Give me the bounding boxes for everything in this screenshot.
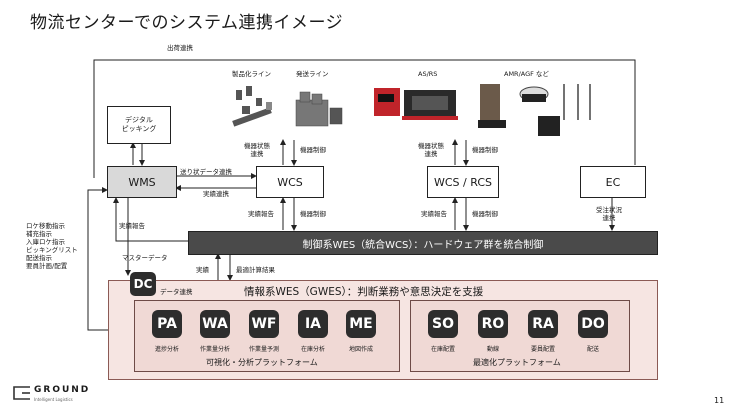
device-control-1-label: 機器制御: [300, 146, 326, 154]
ec-box: EC: [580, 166, 646, 198]
digital-picking-box: デジタル ピッキング: [107, 106, 171, 144]
product-line-label: 製品化ライン: [232, 70, 271, 78]
device-status-1-label: 機器状態 連携: [244, 142, 270, 158]
wcs-rcs-label: WCS / RCS: [434, 175, 492, 189]
control-wes-bar: 制御系WES（統合WCS）：ハードウェア群を統合制御: [188, 231, 658, 255]
result-report-wcs-label: 実績報告: [248, 210, 274, 218]
info-wes-title: 情報系WES（GWES）：判断業務や意思決定を支援: [244, 286, 484, 298]
instruction-item: 配送指示: [26, 254, 52, 262]
dc-link-label: データ連携: [160, 288, 193, 296]
module-wa-label: 作業量分析: [199, 346, 230, 353]
optimal-result-label: 最適計算結果: [236, 266, 275, 274]
device-control-rcs-label: 機器制御: [472, 210, 498, 218]
asrs-image: [374, 88, 458, 120]
order-status-link-label: 受注状況 連携: [596, 206, 622, 222]
amr-image: [478, 84, 591, 136]
dc-badge: DC: [130, 272, 156, 296]
page-number: 11: [714, 396, 725, 405]
amr-label: AMR/AGF など: [504, 70, 549, 78]
logo-mark-icon: [13, 386, 30, 400]
module-ia: IA: [298, 310, 328, 338]
device-status-2-label: 機器状態 連携: [418, 142, 444, 158]
instruction-item: 補充指示: [26, 230, 52, 238]
wcs-box: WCS: [256, 166, 324, 198]
product-line-image: [232, 86, 272, 127]
result-info-label: 実績: [196, 266, 209, 274]
wcs-rcs-box: WCS / RCS: [427, 166, 499, 198]
result-link-label: 実績連携: [203, 190, 229, 198]
logo-subtitle: Intelligent Logistics: [34, 397, 73, 402]
module-me: ME: [346, 310, 376, 338]
optimization-platform-title: 最適化プラットフォーム: [473, 358, 561, 367]
send-data-link-label: 送り状データ連携: [180, 168, 232, 176]
module-pa: PA: [152, 310, 182, 338]
instruction-item: 入庫ロケ指示: [26, 238, 65, 246]
shipping-line-image: [295, 91, 343, 127]
shipment-link-label: 出荷連携: [167, 44, 193, 52]
module-ro-label: 動線: [486, 346, 499, 353]
control-wes-label: 制御系WES（統合WCS）：ハードウェア群を統合制御: [302, 239, 544, 251]
instruction-item: 要員計画/配置: [26, 262, 68, 270]
module-wf-label: 作業量予測: [248, 346, 279, 353]
analysis-platform-title: 可視化・分析プラットフォーム: [206, 358, 318, 367]
ec-label: EC: [605, 175, 621, 189]
module-ro: RO: [478, 310, 508, 338]
module-ra: RA: [528, 310, 558, 338]
result-report-wms-label: 実績報告: [119, 222, 145, 230]
device-control-wcs-label: 機器制御: [300, 210, 326, 218]
shipping-line-label: 発送ライン: [296, 70, 329, 78]
digital-picking-label: デジタル ピッキング: [121, 116, 157, 133]
module-wf: WF: [249, 310, 279, 338]
module-ia-label: 在庫分析: [300, 346, 325, 353]
asrs-label: AS/RS: [418, 70, 438, 78]
module-pa-label: 進捗分析: [154, 346, 179, 353]
module-me-label: 地図作成: [348, 346, 373, 353]
page-title: 物流センターでのシステム連携イメージ: [30, 13, 344, 33]
module-do-label: 配送: [586, 346, 599, 353]
instruction-item: ロケ移動指示: [26, 222, 65, 230]
left-instructions: ロケ移動指示 補充指示 入庫ロケ指示 ピッキングリスト 配送指示 要員計画/配置: [26, 222, 78, 270]
master-data-label: マスターデータ: [122, 254, 168, 262]
module-so-label: 在庫配置: [430, 346, 455, 353]
wcs-label: WCS: [277, 175, 303, 189]
result-report-rcs-label: 実績報告: [421, 210, 447, 218]
device-control-2-label: 機器制御: [472, 146, 498, 154]
wms-box: WMS: [107, 166, 177, 198]
module-wa: WA: [200, 310, 230, 338]
module-so: SO: [428, 310, 458, 338]
company-logo: GROUND Intelligent Logistics: [12, 384, 102, 406]
logo-name: GROUND: [34, 385, 91, 395]
wms-label: WMS: [128, 175, 156, 189]
module-ra-label: 要員配置: [530, 346, 555, 353]
module-do: DO: [578, 310, 608, 338]
instruction-item: ピッキングリスト: [26, 246, 78, 254]
